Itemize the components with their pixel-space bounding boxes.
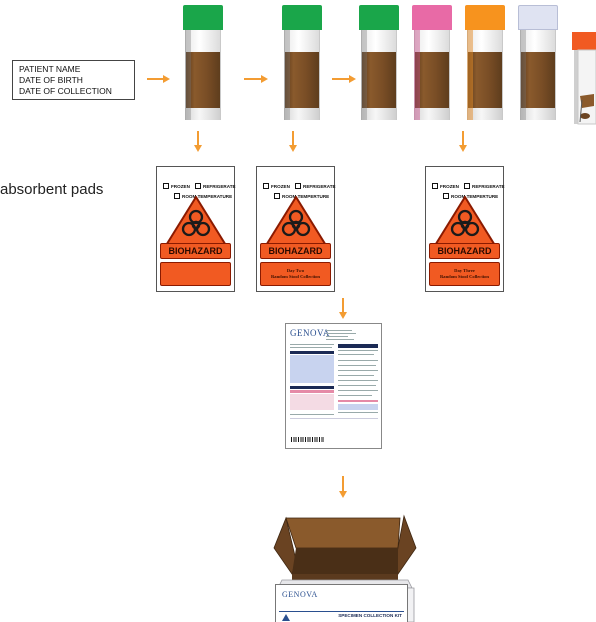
room-temperature-checkbox: ROOM TEMPERTURE — [274, 193, 329, 199]
bag-info-panel — [160, 262, 231, 286]
partial-vial — [572, 32, 596, 125]
room-temperature-checkbox: ROOM TEMPERATURE — [174, 193, 232, 199]
stool-sample — [186, 52, 220, 108]
tube-cap — [359, 5, 399, 30]
barcode — [291, 437, 324, 442]
stool-sample — [521, 52, 555, 108]
frozen-checkbox: FROZEN — [163, 183, 190, 189]
genova-logo: GENOVA — [290, 328, 330, 338]
collection-tube-5 — [465, 5, 505, 120]
absorbent-pads-text: absorbent pads — [0, 181, 104, 198]
tube-cap — [518, 5, 558, 30]
collection-tube-1 — [183, 5, 223, 120]
collection-tube-2 — [282, 5, 322, 120]
bag-collection-label: Random Stool Collection — [439, 274, 489, 279]
tube-cap — [465, 5, 505, 30]
kit-title: SPECIMEN COLLECTION KIT — [338, 613, 402, 618]
biohazard-label: BIOHAZARD — [260, 243, 331, 259]
refrigerate-checkbox: REFRIGERATE — [295, 183, 336, 189]
stool-sample — [362, 52, 396, 108]
patient-label: PATIENT NAME DATE OF BIRTH DATE OF COLLE… — [12, 60, 135, 100]
bag-day-label: Day Three — [454, 268, 475, 273]
specimen-bag-1: FROZEN REFRIGERATE ROOM TEMPERATURE BIOH… — [156, 166, 236, 292]
kit-box-label: GENOVA SPECIMEN COLLECTION KIT — [275, 584, 408, 622]
specimen-bag-2: FROZEN REFRIGERATE ROOM TEMPERTURE BIOHA… — [256, 166, 336, 292]
patient-name-label: PATIENT NAME — [19, 64, 81, 74]
frozen-checkbox: FROZEN — [263, 183, 290, 189]
refrigerate-checkbox: REFRIGERATE — [195, 183, 236, 189]
tube-cap — [282, 5, 322, 30]
collection-tube-4 — [412, 5, 452, 120]
requisition-form: GENOVA — [285, 323, 382, 449]
stool-sample — [285, 52, 319, 108]
date-of-collection-label: DATE OF COLLECTION — [19, 86, 112, 96]
tube-cap — [183, 5, 223, 30]
frozen-checkbox: FROZEN — [432, 183, 459, 189]
date-of-birth-label: DATE OF BIRTH — [19, 75, 83, 85]
room-temperature-checkbox: ROOM TEMPERTURE — [443, 193, 498, 199]
biohazard-label: BIOHAZARD — [160, 243, 231, 259]
bag-day-label: Day Two — [286, 268, 305, 273]
bag-collection-label: Random Stool Collection — [270, 274, 320, 279]
bag-info-panel: Day Two Random Stool Collection — [260, 262, 331, 286]
collection-tube-3 — [359, 5, 399, 120]
stool-sample — [468, 52, 502, 108]
genova-logo: GENOVA — [282, 590, 318, 599]
tube-cap — [412, 5, 452, 30]
collection-tube-6 — [518, 5, 558, 120]
biohazard-label: BIOHAZARD — [429, 243, 500, 259]
warning-triangle-icon — [282, 614, 290, 621]
stool-sample — [415, 52, 449, 108]
bag-info-panel: Day Three Random Stool Collection — [429, 262, 500, 286]
refrigerate-checkbox: REFRIGERATE — [464, 183, 505, 189]
specimen-bag-3: FROZEN REFRIGERATE ROOM TEMPERTURE BIOHA… — [425, 166, 505, 292]
